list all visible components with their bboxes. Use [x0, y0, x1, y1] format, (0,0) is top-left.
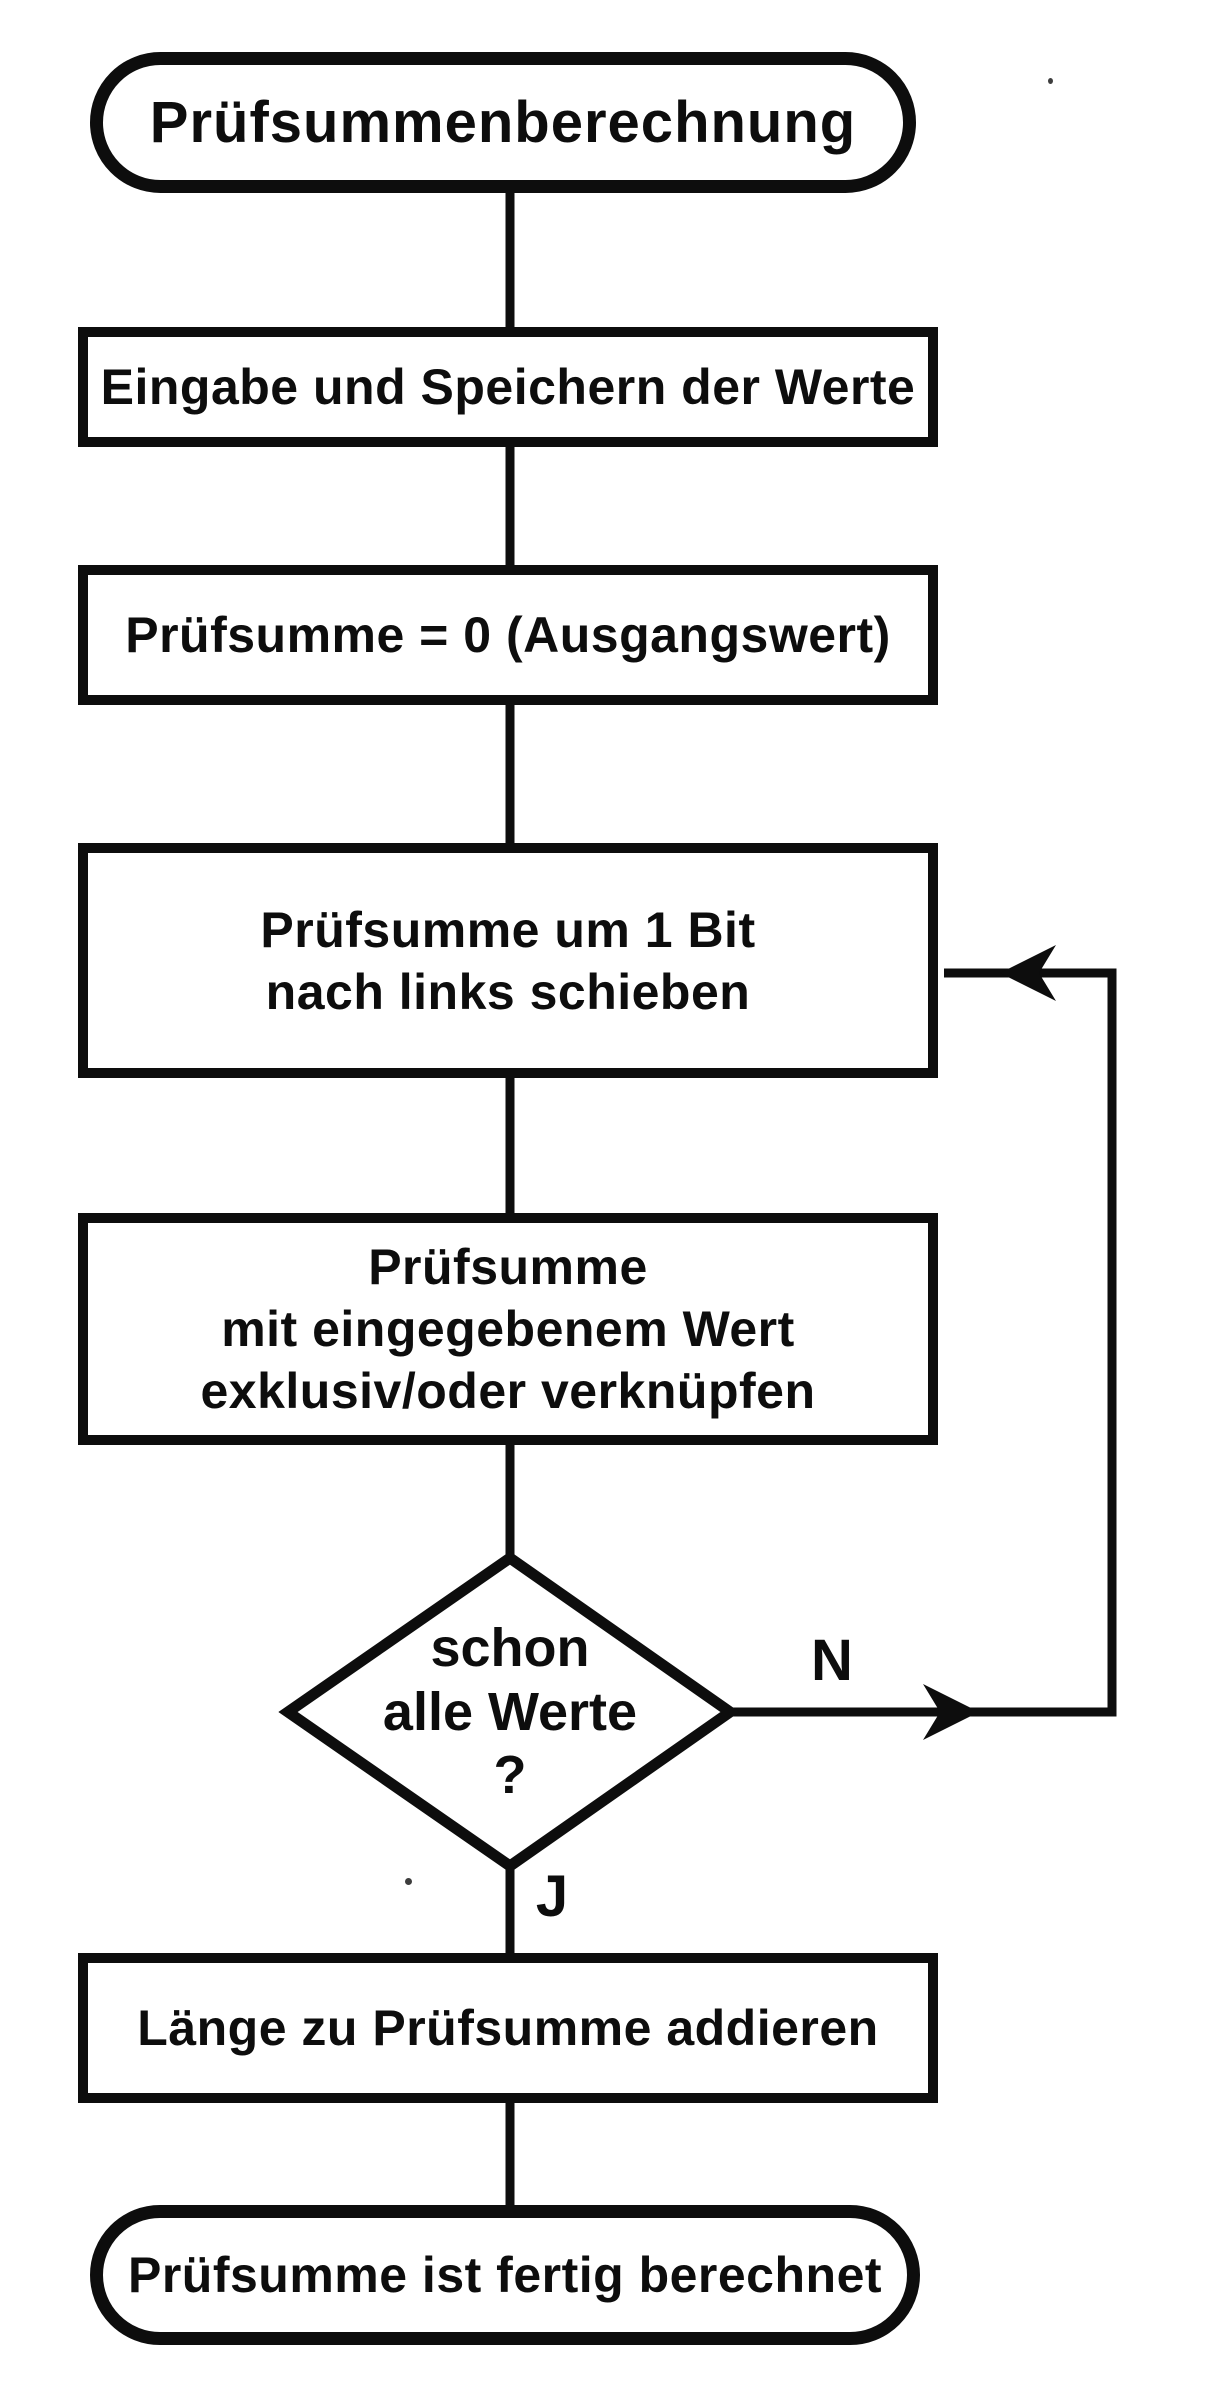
node-decision-line2: alle Werte	[382, 1681, 638, 1742]
node-shift-process: Prüfsumme um 1 Bit nach links schieben	[78, 843, 938, 1078]
node-shift-label-line2: nach links schieben	[265, 963, 751, 1020]
node-input-label: Eingabe und Speichern der Werte	[100, 359, 916, 415]
node-start-terminator: Prüfsummenberechnung	[90, 52, 916, 193]
node-xor-label-line2: mit eingegebenem Wert	[221, 1301, 795, 1357]
arrowhead-right-icon	[923, 1684, 979, 1740]
node-xor-label-line1: Prüfsumme	[368, 1239, 648, 1295]
node-decision-line3: ?	[493, 1745, 527, 1806]
branch-label-no: N	[811, 1628, 853, 1693]
node-start-label: Prüfsummenberechnung	[149, 89, 857, 155]
node-xor-process: Prüfsumme mit eingegebenem Wert exklusiv…	[78, 1213, 938, 1445]
node-addlen-process: Länge zu Prüfsumme addieren	[78, 1953, 938, 2103]
node-addlen-label: Länge zu Prüfsumme addieren	[137, 2000, 879, 2056]
node-end-label: Prüfsumme ist fertig berechnet	[127, 2247, 883, 2303]
node-shift-label-line1: Prüfsumme um 1 Bit	[260, 901, 756, 958]
node-decision-text: schon alle Werte ?	[288, 1565, 732, 1860]
node-xor-label-line3: exklusiv/oder verknüpfen	[200, 1363, 816, 1419]
scan-speck	[405, 1878, 412, 1885]
scan-speck	[1048, 78, 1053, 84]
branch-label-yes: J	[535, 1864, 569, 1929]
arrowhead-left-icon	[1000, 945, 1056, 1001]
node-input-process: Eingabe und Speichern der Werte	[78, 327, 938, 447]
node-decision-line1: schon	[430, 1617, 590, 1678]
decision-diamond-shape	[278, 1551, 740, 1873]
node-end-terminator: Prüfsumme ist fertig berechnet	[90, 2205, 920, 2345]
node-init-label: Prüfsumme = 0 (Ausgangswert)	[125, 607, 891, 663]
node-init-process: Prüfsumme = 0 (Ausgangswert)	[78, 565, 938, 705]
